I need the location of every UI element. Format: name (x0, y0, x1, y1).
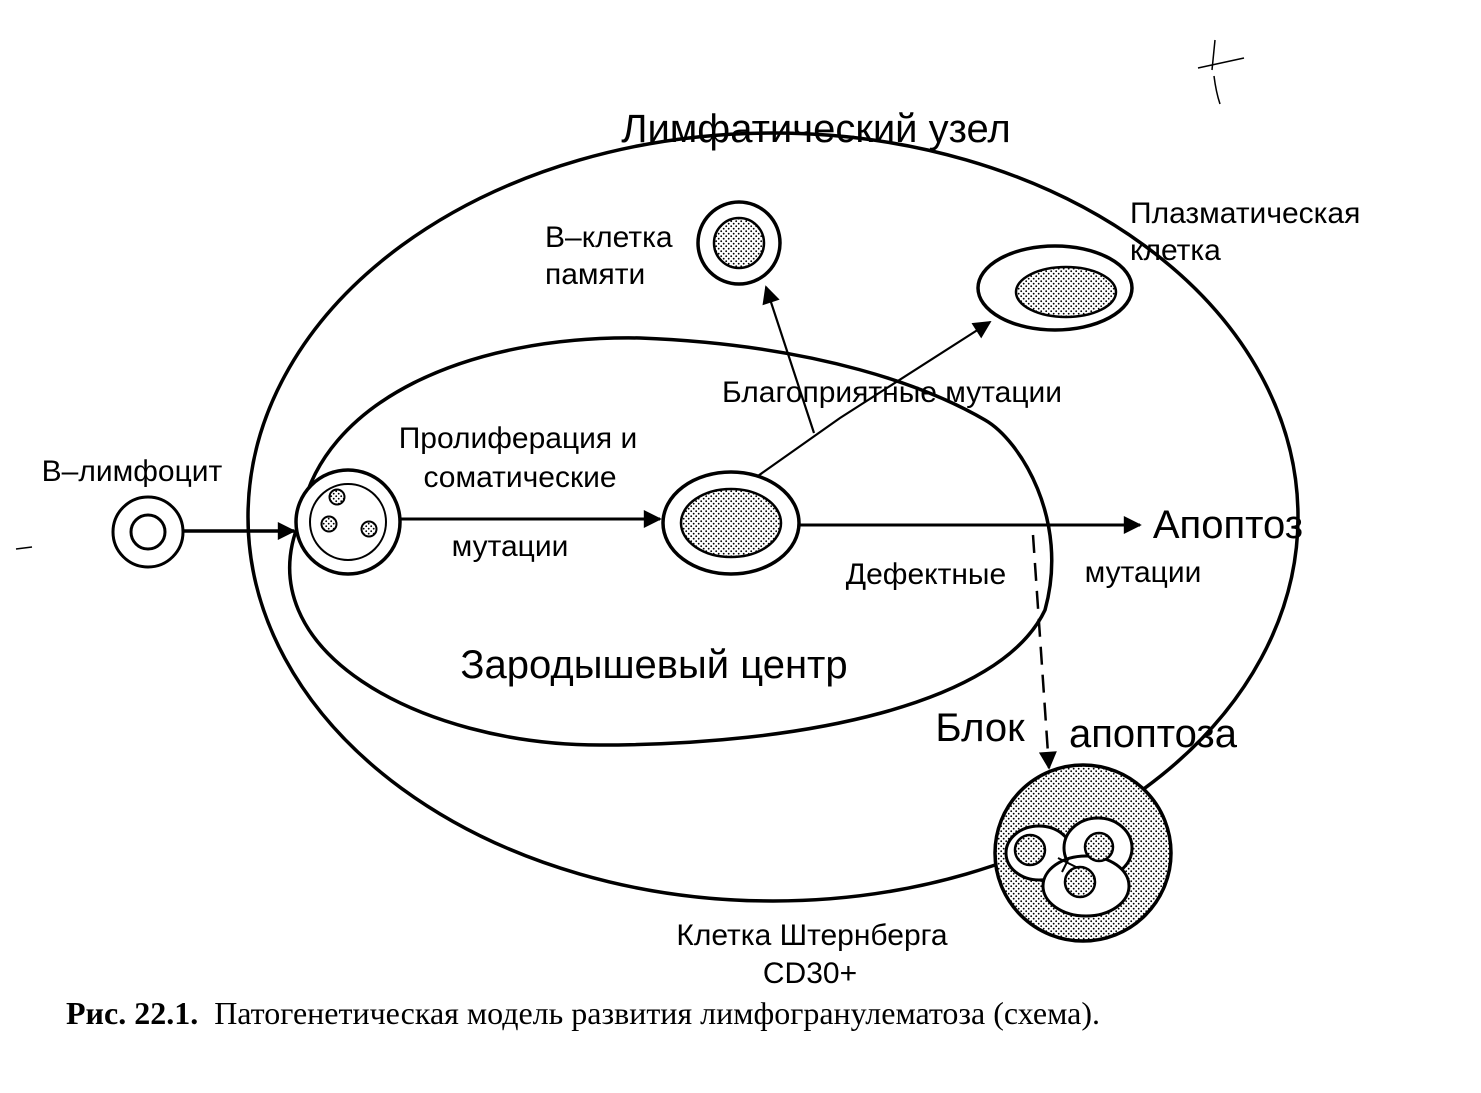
germinal-center-outline (287, 336, 1054, 747)
sternberg-label-line1: Клетка Штернберга (676, 919, 948, 952)
apoptosis-block-label-word2: апоптоза (1069, 712, 1238, 756)
plasma-cell (976, 244, 1134, 332)
proliferation-label-line1: Пролиферация и (399, 422, 638, 455)
proliferation-label-line3: мутации (452, 530, 569, 563)
proliferating-cell (294, 468, 402, 576)
arrow-to-plasma (754, 321, 992, 479)
plasma-cell-label-line2: клетка (1130, 234, 1221, 267)
mutations-label: мутации (1085, 556, 1202, 589)
arrow-apoptosis-block (1031, 534, 1057, 770)
defective-label: Дефектные (846, 558, 1006, 591)
arrow-to-memory-b (762, 285, 816, 434)
figure-caption-text: Патогенетическая модель развития лимфогр… (214, 995, 1100, 1031)
figure-caption: Рис. 22.1. Патогенетическая модель разви… (66, 995, 1100, 1031)
memory-b-label-line1: В–клетка (545, 221, 673, 254)
apoptosis-block-label-word1: Блок (935, 706, 1025, 750)
favorable-mutations-label: Благоприятные мутации (722, 376, 1062, 409)
germinal-center-label: Зародышевый центр (460, 643, 847, 687)
plasma-cell-label-line1: Плазматическая (1130, 197, 1360, 230)
centroblast-cell (661, 470, 801, 576)
lymph-node-label: Лимфатический узел (621, 107, 1011, 151)
proliferation-label-line2: соматические (423, 461, 616, 494)
sternberg-label-line2: CD30+ (763, 957, 857, 990)
sternberg-cell (993, 763, 1173, 943)
memory-b-label-line2: памяти (545, 258, 645, 291)
handwritten-mark (15, 39, 1245, 550)
apoptosis-label: Апоптоз (1153, 503, 1303, 547)
figure-caption-number: Рис. 22.1. (66, 995, 198, 1031)
lymph-node-outline (246, 131, 1300, 903)
b-lymphocyte-cell (111, 495, 185, 569)
memory-b-cell (696, 200, 782, 286)
b-lymphocyte-label: В–лимфоцит (42, 455, 223, 488)
